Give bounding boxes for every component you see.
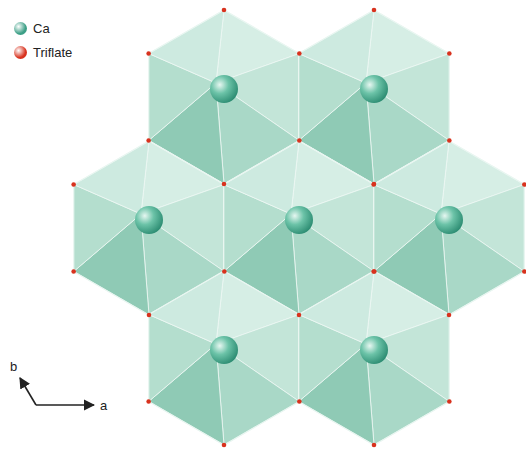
triflate-dot (371, 269, 376, 274)
ca-octahedron (299, 271, 450, 445)
axis-label: a (100, 399, 107, 412)
triflate-dot (297, 313, 302, 318)
triflate-dot (222, 8, 227, 13)
triflate-dot (222, 182, 227, 187)
a-axis (36, 404, 94, 406)
triflate-dot (297, 138, 302, 143)
octahedron-outline (299, 271, 450, 445)
axis-label: b (10, 360, 17, 373)
triflate-dot (222, 443, 227, 448)
ca-atom (285, 206, 313, 234)
legend-label: Triflate (33, 46, 72, 59)
triflate-dot (71, 182, 76, 187)
ca-atom (435, 206, 463, 234)
ca-octahedron (149, 271, 300, 445)
triflate-dot (147, 313, 152, 318)
octahedron-outline (149, 271, 300, 445)
triflate-dot (522, 269, 526, 274)
triflate-dot (297, 51, 302, 56)
ca-atom (360, 336, 388, 364)
legend-swatch (14, 46, 27, 59)
ca-atom (360, 75, 388, 103)
triflate-dot (146, 399, 151, 404)
triflate-dot (447, 138, 452, 143)
ca-atom (210, 336, 238, 364)
triflate-dot (447, 399, 452, 404)
legend-swatch (14, 22, 27, 35)
triflate-dot (372, 8, 377, 13)
triflate-dot (522, 182, 526, 187)
axis-arrows (20, 378, 94, 405)
triflate-dot (297, 399, 302, 404)
triflate-dot (447, 313, 452, 318)
triflate-dot (71, 269, 76, 274)
triflate-dot (146, 138, 151, 143)
triflate-dot (372, 182, 377, 187)
triflate-dot (447, 51, 452, 56)
ca-atom (135, 206, 163, 234)
triflate-dot (372, 269, 377, 274)
triflate-dot (372, 443, 377, 448)
b-axis (20, 378, 36, 405)
legend-label: Ca (33, 22, 50, 35)
triflate-dot (146, 51, 151, 56)
ca-atom (210, 75, 238, 103)
triflate-dot (371, 182, 376, 187)
triflate-dot (222, 269, 227, 274)
